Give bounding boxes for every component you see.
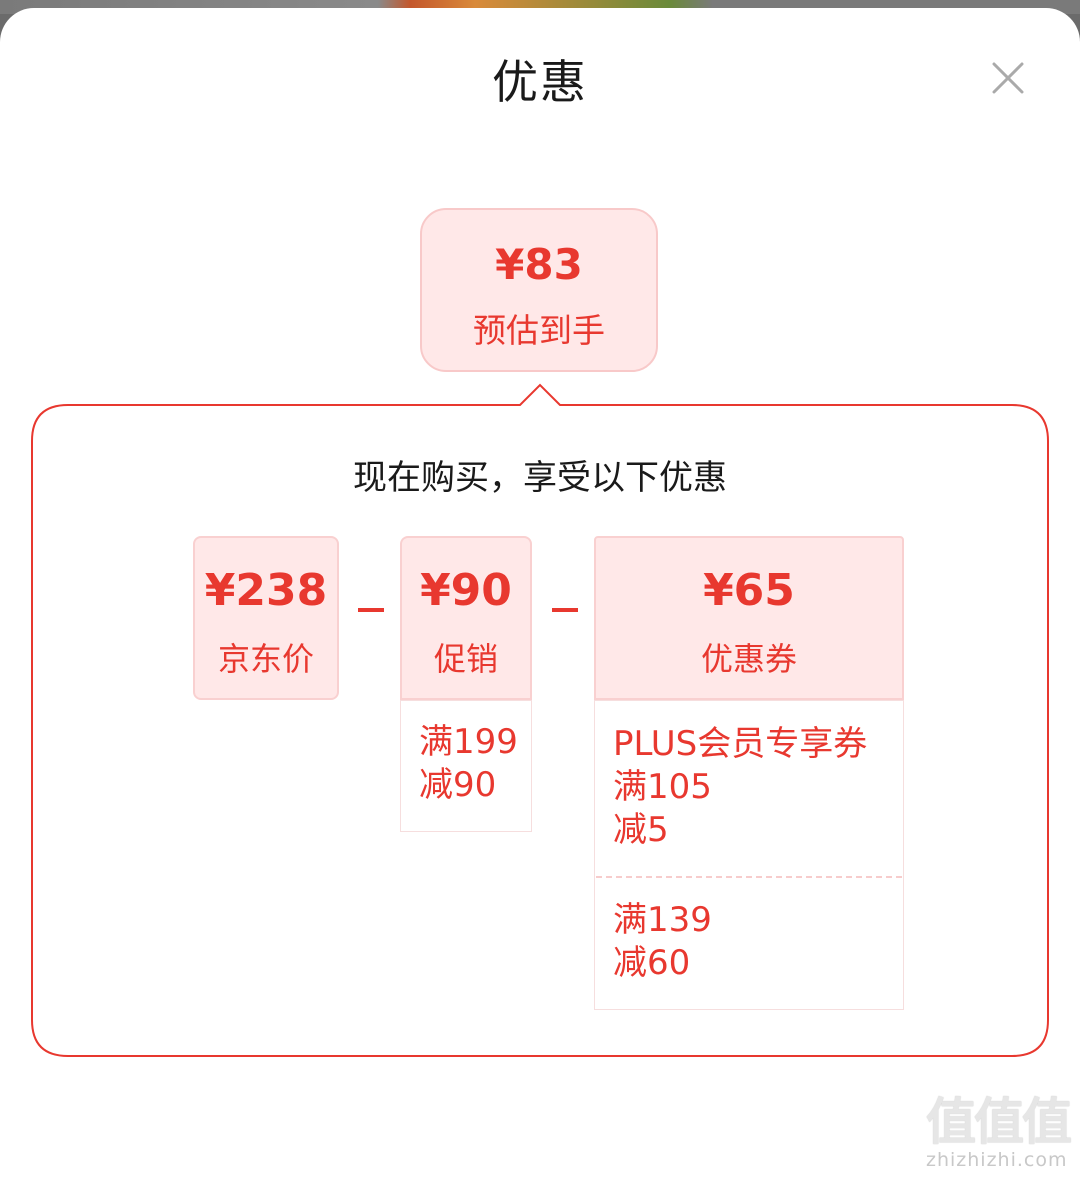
- promotion-detail-line: 减90: [419, 765, 497, 805]
- discount-bottom-sheet: [0, 8, 1080, 1179]
- promotion-label: 促销: [433, 640, 498, 678]
- watermark: 值值值 zhizhizhi.com: [926, 1094, 1076, 1174]
- promotion-box: ¥90 促销: [400, 536, 532, 700]
- estimated-price-box: ¥83 预估到手: [420, 208, 658, 372]
- coupon-box: ¥65 优惠券: [594, 536, 904, 700]
- sheet-title: 优惠: [492, 55, 588, 109]
- close-button[interactable]: [984, 54, 1032, 102]
- coupon-item-line: PLUS会员专享券: [613, 724, 868, 764]
- estimated-price-label: 预估到手: [473, 311, 605, 350]
- coupon-amount: ¥65: [703, 565, 795, 616]
- coupon-detail: PLUS会员专享券 满105 减5 满139 减60: [594, 700, 904, 1010]
- promotion-detail-line: 满199: [419, 722, 518, 762]
- coupon-item-line: 满139: [613, 900, 712, 940]
- estimated-price-amount: ¥83: [495, 240, 583, 289]
- breakdown-heading: 现在购买，享受以下优惠: [353, 458, 727, 498]
- minus-sign: [358, 608, 384, 612]
- close-icon: [992, 62, 1024, 94]
- coupon-divider: [596, 876, 902, 878]
- coupon-item-line: 减5: [613, 810, 669, 850]
- minus-sign: [552, 608, 578, 612]
- jd-price-amount: ¥238: [204, 565, 328, 616]
- promotion-detail: 满199 减90: [400, 700, 532, 832]
- jd-price-box: ¥238 京东价: [193, 536, 339, 700]
- watermark-url: zhizhizhi.com: [926, 1149, 1068, 1171]
- watermark-logo: 值值值: [926, 1093, 1072, 1151]
- coupon-item-line: 减60: [613, 943, 691, 983]
- promotion-amount: ¥90: [420, 565, 512, 616]
- coupon-item-line: 满105: [613, 767, 712, 807]
- jd-price-label: 京东价: [217, 640, 314, 678]
- coupon-label: 优惠券: [700, 640, 797, 678]
